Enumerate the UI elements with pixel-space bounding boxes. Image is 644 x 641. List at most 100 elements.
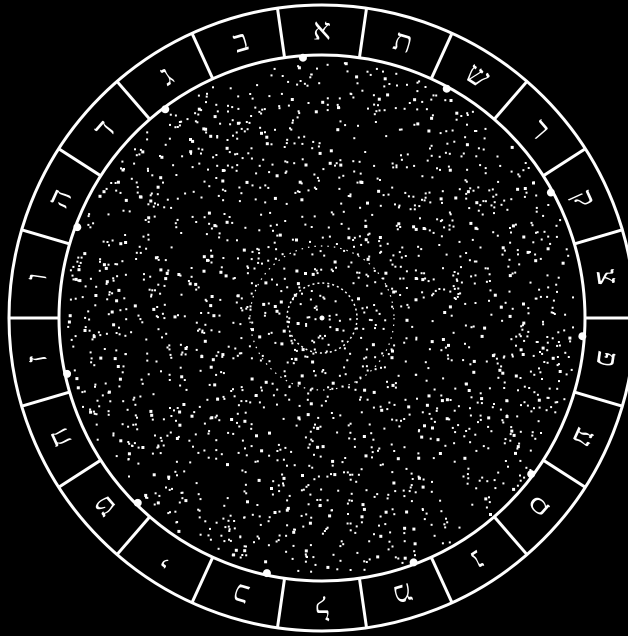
star-dot	[388, 83, 390, 85]
star-dot	[492, 406, 494, 408]
star-dot	[209, 384, 211, 386]
star-dot	[305, 555, 307, 557]
star-dot	[283, 330, 286, 333]
star-dot	[361, 521, 363, 523]
star-dot	[383, 328, 385, 330]
star-dot	[421, 199, 423, 201]
star-dot	[505, 302, 507, 304]
star-dot	[146, 497, 148, 499]
star-dot	[494, 201, 496, 203]
star-dot	[219, 299, 221, 301]
star-dot	[372, 343, 375, 346]
star-dot	[208, 260, 210, 262]
star-dot	[283, 418, 285, 420]
star-dot	[556, 236, 558, 238]
star-dot	[232, 119, 234, 121]
star-dot	[251, 328, 254, 331]
star-dot	[354, 438, 356, 440]
star-dot	[433, 232, 435, 234]
star-dot	[116, 332, 118, 334]
star-dot	[167, 273, 169, 275]
ring-edge-marker	[134, 499, 142, 507]
star-dot	[229, 216, 231, 218]
star-dot	[117, 181, 120, 184]
star-dot	[401, 247, 403, 249]
star-dot	[311, 340, 313, 342]
star-dot	[379, 110, 381, 112]
star-dot	[546, 409, 548, 411]
star-dot	[228, 520, 230, 522]
star-dot	[441, 219, 443, 221]
star-dot	[538, 367, 540, 369]
star-dot	[294, 529, 296, 531]
star-dot	[466, 112, 468, 114]
star-dot	[404, 446, 406, 448]
star-dot	[228, 539, 230, 541]
star-dot	[67, 326, 69, 328]
star-dot	[259, 127, 261, 129]
star-dot	[94, 384, 96, 386]
star-dot	[320, 269, 322, 271]
star-dot	[457, 424, 459, 426]
star-dot	[453, 442, 455, 444]
star-dot	[349, 318, 351, 320]
star-dot	[170, 114, 172, 116]
star-dot	[272, 230, 274, 232]
star-dot	[391, 444, 393, 446]
star-dot	[173, 409, 175, 411]
star-dot	[535, 232, 537, 234]
star-dot	[216, 137, 218, 139]
star-dot	[182, 492, 184, 494]
star-dot	[200, 534, 202, 536]
star-dot	[189, 150, 192, 153]
star-dot	[253, 541, 255, 543]
star-dot	[153, 473, 156, 476]
star-dot	[443, 311, 446, 314]
star-dot	[300, 303, 302, 305]
star-dot	[215, 449, 217, 451]
star-dot	[180, 367, 182, 369]
star-dot	[327, 386, 329, 388]
star-dot	[241, 297, 243, 299]
star-dot	[255, 434, 258, 437]
star-dot	[69, 314, 72, 317]
star-dot	[449, 305, 452, 308]
star-dot	[524, 401, 526, 403]
star-dot	[374, 113, 376, 115]
star-dot	[226, 463, 229, 466]
star-dot	[136, 182, 138, 184]
star-dot	[313, 370, 315, 372]
star-dot	[286, 524, 288, 526]
star-dot	[457, 293, 459, 295]
star-dot	[366, 561, 368, 563]
star-dot	[468, 428, 470, 430]
star-dot	[472, 371, 475, 374]
star-dot	[405, 361, 407, 363]
star-dot	[331, 509, 333, 511]
star-dot	[533, 355, 535, 357]
star-dot	[218, 331, 220, 333]
star-dot	[497, 363, 499, 365]
star-dot	[382, 71, 384, 73]
star-dot	[386, 93, 389, 96]
star-dot	[133, 163, 135, 165]
star-dot	[258, 249, 260, 251]
star-dot	[307, 484, 309, 486]
star-dot	[449, 153, 451, 155]
star-dot	[399, 251, 401, 253]
star-dot	[130, 331, 132, 333]
star-dot	[273, 394, 275, 396]
star-dot	[438, 288, 440, 290]
star-dot	[380, 409, 383, 412]
star-dot	[387, 497, 389, 499]
star-dot	[221, 180, 224, 183]
star-dot	[329, 162, 332, 165]
star-dot	[377, 104, 379, 106]
star-dot	[475, 274, 477, 276]
star-dot	[230, 390, 232, 392]
star-dot	[115, 349, 117, 351]
star-dot	[468, 389, 471, 392]
star-dot	[535, 195, 537, 197]
star-dot	[456, 280, 458, 282]
star-dot	[275, 248, 277, 250]
